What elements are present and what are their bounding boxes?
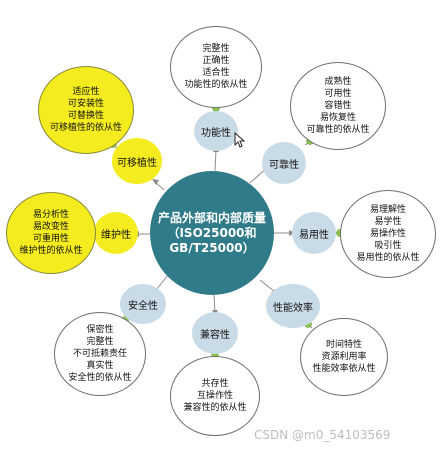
leaf-item: 吸引性 [374,241,402,251]
leaf-item: 功能性的依从性 [184,80,248,90]
leaf-item: 易操作性 [369,229,406,239]
hub-efficiency-label: 性能效率 [273,302,313,314]
leaf-item: 保密性 [86,325,114,335]
leaf-item: 适应性 [72,87,100,97]
leaf-reliability: 成熟性 可用性 容错性 易恢复性 可靠性的依从性 [290,62,386,150]
center-node: 产品外部和内部质量 （ISO25000和 GB/T25000） [150,171,274,295]
leaf-item: 容错性 [324,101,352,111]
connector-compatibility [213,294,216,313]
center-title-line3: GB/T25000） [169,240,255,255]
hub-reliability: 可靠性 [262,142,306,184]
leaf-maintainability: 易分析性 易改变性 可重用性 维护性的依从性 [6,192,96,274]
hub-security: 安全性 [120,284,166,324]
center-title-line1: 产品外部和内部质量 [157,210,266,225]
leaf-usability: 易理解性 易学性 易操作性 吸引性 易用性的依从性 [340,190,436,278]
leaf-item: 安全性的依从性 [68,373,132,383]
hub-compatibility-label: 兼容性 [200,329,230,341]
leaf-item: 易学性 [374,217,402,227]
leaf-item: 完整性 [202,44,230,54]
leaf-functional: 完整性 正确性 适合性 功能性的依从性 [170,26,262,108]
leaf-item: 不可抵赖责任 [72,349,127,359]
mouse-cursor-icon [234,132,246,148]
connector-security [155,274,169,291]
leaf-item: 互操作性 [196,391,233,401]
hub-reliability-label: 可靠性 [269,159,299,171]
leaf-portability: 适应性 可安装性 可替换性 可移植性的依从性 [38,66,134,154]
leaf-item: 易恢复性 [319,113,356,123]
leaf-item: 易用性的依从性 [356,253,420,263]
hub-portability-label: 可移植性 [117,157,157,169]
leaf-item: 真实性 [86,361,114,371]
connector-functional [214,149,217,172]
leaf-item: 时间特性 [325,340,362,350]
leaf-item: 可用性 [324,89,352,99]
hub-functional-label: 功能性 [201,127,231,139]
leaf-item: 可重用性 [32,234,69,244]
leaf-item: 成熟性 [324,77,352,87]
center-title-line2: （ISO25000和 [167,225,257,240]
leaf-item: 正确性 [202,56,230,66]
leaf-item: 资源利用率 [321,352,367,362]
leaf-item: 易改变性 [32,222,69,232]
hub-functional: 功能性 [194,111,238,151]
leaf-item: 可靠性的依从性 [306,125,370,135]
leaf-item: 维护性的依从性 [19,246,83,256]
hub-maintainability: 维护性 [94,212,138,254]
leaf-efficiency: 时间特性 资源利用率 性能效率依从性 [300,318,388,396]
hub-maintainability-label: 维护性 [101,229,131,241]
hub-portability: 可移植性 [112,138,162,184]
leaf-item: 可安装性 [67,99,104,109]
leaf-item: 可移植性的依从性 [49,123,122,133]
arrow-portability [152,179,159,185]
hub-compatibility: 兼容性 [192,312,238,354]
watermark: CSDN @m0_54103569 [254,428,391,442]
hub-usability-label: 易用性 [299,229,329,241]
leaf-item: 易分析性 [32,210,69,220]
leaf-item: 共存性 [201,379,229,389]
leaf-item: 可替换性 [67,111,104,121]
hub-efficiency: 性能效率 [266,284,320,328]
leaf-security: 保密性 完整性 不可抵赖责任 真实性 安全性的依从性 [54,312,146,396]
hub-security-label: 安全性 [128,300,158,312]
leaf-item: 性能效率依从性 [312,364,376,374]
leaf-item: 完整性 [86,337,114,347]
leaf-item: 适合性 [202,68,230,78]
leaf-item: 兼容性的依从性 [183,403,247,413]
leaf-item: 易理解性 [369,205,406,215]
hub-usability: 易用性 [292,212,336,254]
leaf-compatibility: 共存性 互操作性 兼容性的依从性 [170,356,260,436]
